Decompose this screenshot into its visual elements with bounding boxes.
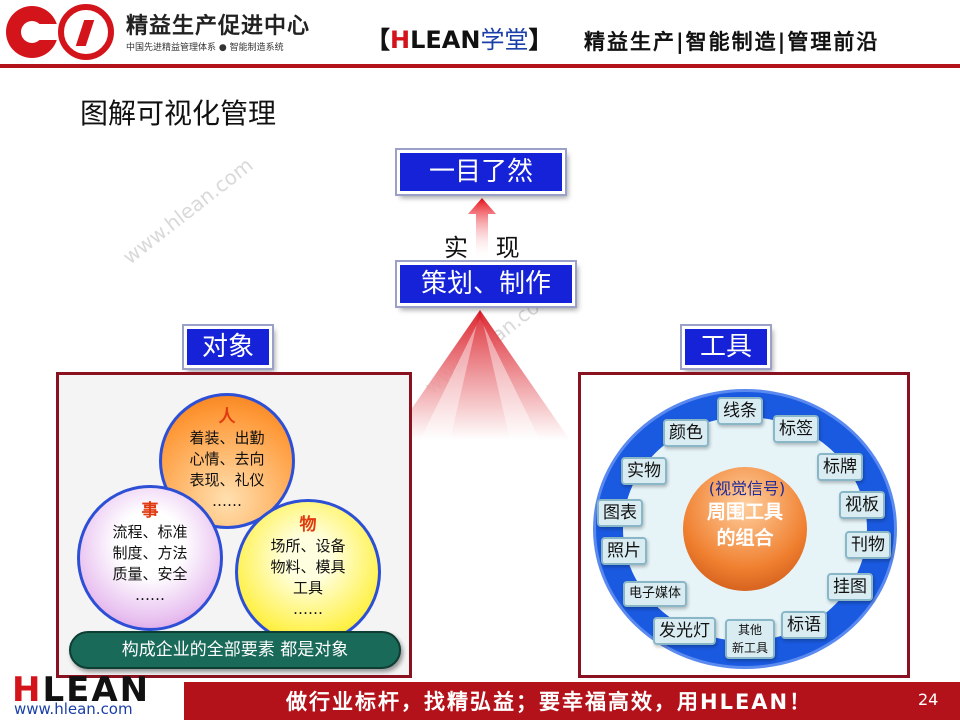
- brand-lean: LEAN: [410, 26, 481, 54]
- realize-label: 实 现: [444, 234, 530, 262]
- objects-panel: 人 着装、出勤 心情、去向 表现、礼仪 …… 事 流程、标准 制度、方法 质量、…: [56, 372, 412, 678]
- header-bar: [0, 0, 960, 66]
- tool-chip-other: 其他 新工具: [725, 619, 775, 659]
- header-tagline: 精益生产|智能制造|管理前沿: [584, 30, 880, 54]
- tool-chip: 图表: [597, 499, 643, 527]
- tool-chip: 标语: [781, 611, 827, 639]
- brand-h: H: [390, 26, 411, 54]
- tool-chip: 颜色: [663, 419, 709, 447]
- page-number: 24: [918, 690, 939, 709]
- matter-circle: 事 流程、标准 制度、方法 质量、安全 ……: [77, 485, 223, 631]
- tool-chip: 视板: [839, 491, 885, 519]
- logo-c-icon: [6, 6, 60, 58]
- tool-chip: 电子媒体: [623, 581, 688, 607]
- tool-chip: 标签: [773, 415, 819, 443]
- people-line: 着装、出勤: [189, 429, 265, 447]
- page-title: 图解可视化管理: [80, 97, 277, 130]
- matter-line: ……: [135, 586, 165, 604]
- tools-label: 工具: [682, 326, 770, 368]
- matter-head: 事: [141, 501, 159, 521]
- tool-chip: 标牌: [817, 453, 863, 481]
- brand-cn: 学堂: [480, 26, 529, 54]
- footer-url[interactable]: www.hlean.com: [14, 700, 133, 718]
- people-circle: 人 着装、出勤 心情、去向 表现、礼仪 ……: [159, 393, 295, 529]
- header-divider: [0, 64, 960, 68]
- things-circle: 物 场所、设备 物料、模具 工具 ……: [235, 499, 381, 645]
- matter-line: 流程、标准: [112, 523, 188, 541]
- things-line: ……: [293, 600, 323, 618]
- objects-banner: 构成企业的全部要素 都是对象: [69, 631, 401, 669]
- tools-panel: 周围工具 的组合 (视觉信号) 线条 标签 颜色 标牌 实物 视板 图表 刊物 …: [578, 372, 910, 678]
- tool-chip-other-line: 其他: [737, 623, 762, 637]
- tool-chip: 刊物: [845, 531, 891, 559]
- things-line: 场所、设备: [270, 537, 346, 555]
- tool-chip: 实物: [621, 457, 667, 485]
- hub-line-1: 周围工具: [706, 501, 783, 523]
- things-line: 物料、模具: [270, 558, 346, 576]
- logo-e-icon: [58, 4, 114, 60]
- people-line: 表现、礼仪: [189, 471, 265, 489]
- goal-box: 一目了然: [397, 150, 565, 194]
- footer-logo-h: H: [12, 670, 43, 710]
- footer-bar: [184, 682, 960, 720]
- flow-arrows-graphic: [390, 198, 570, 440]
- footer-logo: HLEAN: [12, 670, 150, 710]
- hub-line-2: 的组合: [716, 527, 774, 549]
- tool-chip: 照片: [601, 537, 647, 565]
- matter-line: 制度、方法: [112, 544, 188, 562]
- things-line: 工具: [292, 579, 323, 597]
- brand-bracket-right: 】: [528, 26, 553, 54]
- tool-chip: 挂图: [827, 573, 873, 601]
- tools-hub: 周围工具 的组合: [683, 467, 807, 591]
- people-head: 人: [218, 407, 236, 427]
- org-subtitle: 中国先进精益管理体系 ● 智能制造系统: [126, 43, 284, 53]
- people-line: ……: [212, 492, 242, 510]
- brand-name: 【HLEAN学堂】: [366, 20, 552, 55]
- up-arrow-icon: [468, 198, 496, 260]
- footer-logo-lean: LEAN: [42, 670, 151, 710]
- visual-signal-label: (视觉信号): [708, 479, 786, 498]
- tool-chip-other-line: 新工具: [731, 641, 768, 655]
- objects-label: 对象: [184, 326, 272, 368]
- plan-box: 策划、制作: [397, 262, 575, 306]
- tool-chip: 线条: [717, 397, 763, 425]
- things-head: 物: [299, 515, 317, 535]
- tool-chip: 发光灯: [653, 617, 716, 645]
- brand-bracket-left: 【: [366, 26, 390, 54]
- matter-line: 质量、安全: [112, 565, 188, 583]
- people-line: 心情、去向: [189, 450, 265, 468]
- footer-slogan: 做行业标杆，找精弘益；要幸福高效，用HLEAN！: [286, 690, 813, 714]
- spotlight-beam: [390, 310, 570, 440]
- org-name: 精益生产促进中心: [126, 14, 311, 39]
